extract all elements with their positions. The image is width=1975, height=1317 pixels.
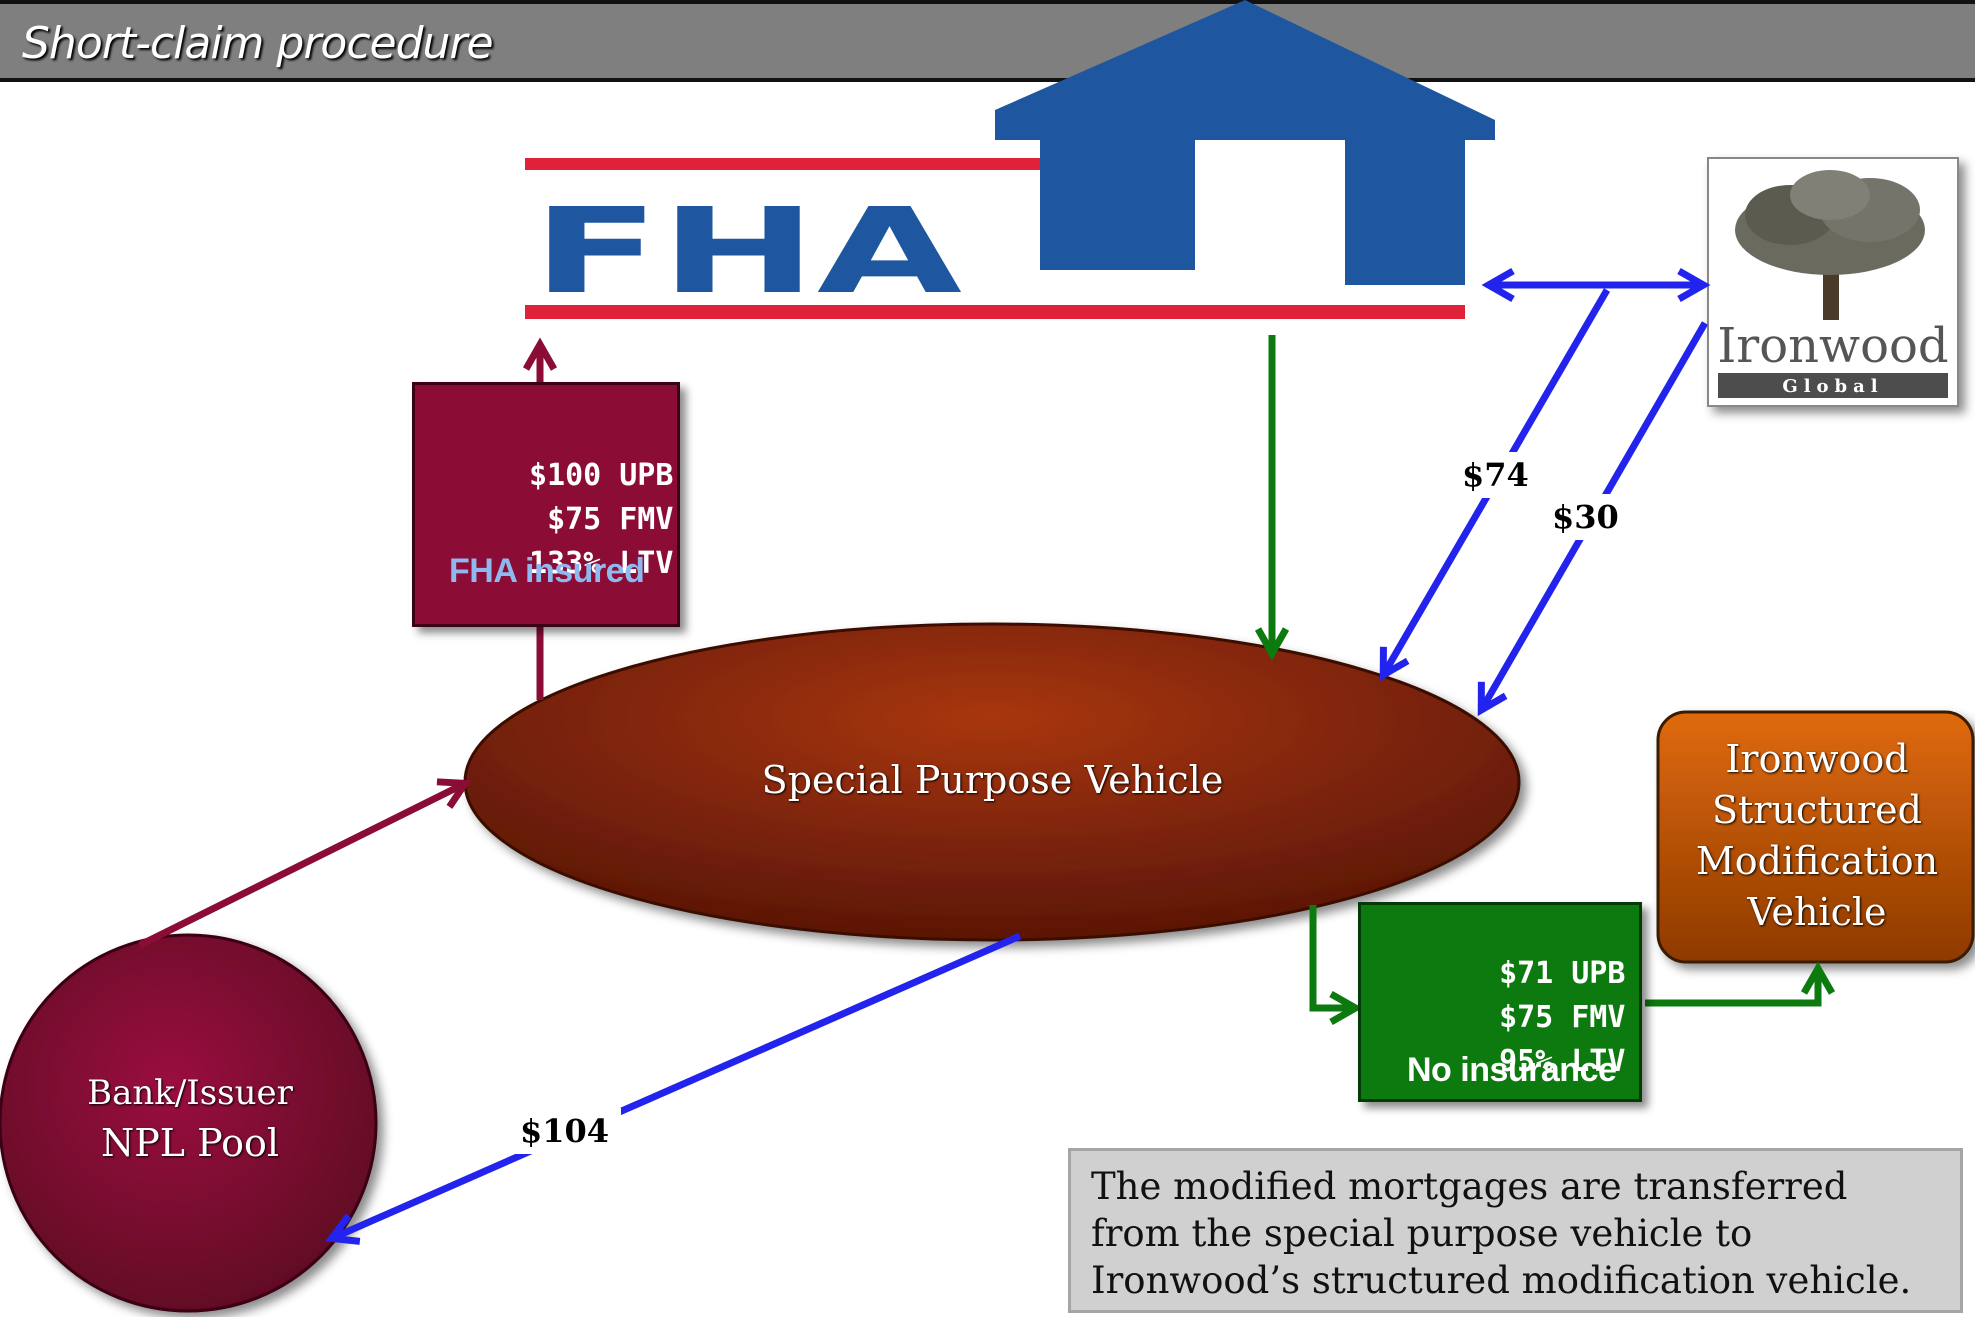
stat-row: $71 UPB [1391,921,1625,1026]
tree-icon [1735,170,1925,320]
header-bar: Short-claim procedure [0,0,1975,82]
bank-label-line1: Bank/Issuer [87,1073,293,1113]
stat-key: FMV [619,502,674,537]
note-line: The modified mortgages are transferred [1091,1165,1848,1208]
amount-104: $104 [508,1108,622,1154]
stat-key: LTV [1571,1044,1626,1079]
fha-logo-text: FHA [532,182,962,320]
stat-value: $75 [547,502,602,537]
fha-insured-tag: FHA insured [449,552,645,590]
stat-row: $75 FMV [1391,965,1625,1070]
fha-logo: FHA [525,0,1495,320]
stat-value: 133% [529,546,602,581]
note-box: The modified mortgages are transferred f… [1068,1148,1963,1313]
stat-value: $71 [1499,956,1554,991]
stat-key: LTV [619,546,674,581]
arrow-104-to-bank [325,932,1022,1245]
slide-title: Short-claim procedure [22,18,494,69]
ironwood-logo-name: Ironwood [1717,318,1948,374]
ironwood-logo-sub: Global [1782,376,1883,397]
ismv-label-line: Ironwood [1725,737,1909,781]
fha-insured-box: $100 UPB $75 FMV 133% LTV FHA insured [412,382,680,627]
stat-value: 95% [1499,1044,1554,1079]
fha-house-icon [995,0,1495,285]
stat-key: FMV [1571,1000,1626,1035]
note-line: Ironwood’s structured modification vehic… [1091,1259,1912,1302]
stat-row: 95% LTV [1391,1009,1625,1114]
spv-label: Special Purpose Vehicle [761,758,1224,802]
ismv-label: Ironwood Structured Modification Vehicle [1658,734,1975,938]
ismv-label-line: Modification [1695,839,1939,883]
stat-value: $75 [1499,1000,1554,1035]
stat-key: UPB [619,458,674,493]
amount-74: $74 [1450,452,1541,498]
ismv-label-line: Vehicle [1747,890,1887,934]
ismv-label-line: Structured [1712,788,1922,832]
ironwood-logo: Ironwood Global [1707,157,1959,407]
bank-label-line2: NPL Pool [100,1121,280,1165]
arrow-noins-to-ismv [1645,961,1836,1007]
stat-value: $100 [529,458,602,493]
no-insurance-tag: No insurance [1407,1051,1617,1089]
arrow-spv-to-noins [1309,905,1363,1026]
no-insurance-box: $71 UPB $75 FMV 95% LTV No insurance [1358,902,1642,1102]
stat-row: $75 FMV [439,467,673,572]
arrow-bank-to-spv [138,778,472,949]
note-line: from the special purpose vehicle to [1091,1212,1753,1255]
amount-30: $30 [1540,494,1631,540]
stat-key: UPB [1571,956,1626,991]
stat-row: 133% LTV [439,511,673,616]
bank-circle [0,933,378,1313]
bank-label: Bank/Issuer NPL Pool [40,1068,340,1168]
stat-row: $100 UPB [439,423,673,528]
